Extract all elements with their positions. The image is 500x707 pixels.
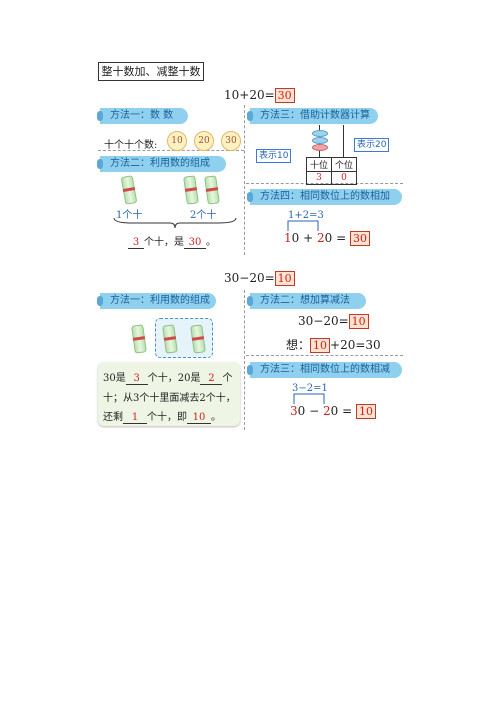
add-answer: 30 [274, 88, 295, 103]
blank-answer: 30 [184, 237, 206, 249]
col-tens: 十位 [306, 157, 332, 172]
column-addition: 10 + 20 = 30 [284, 231, 370, 246]
coin-10: 10 [167, 131, 187, 151]
abacus-rod [343, 125, 344, 157]
blank-answer: 3 [125, 373, 148, 385]
callout-20: 表示20 [354, 138, 390, 152]
digit: 1 [284, 231, 292, 245]
col-ones: 个位 [331, 157, 357, 172]
sub-answer: 10 [274, 271, 295, 286]
add-equation-text: 10+20= [224, 88, 275, 102]
text: 30−20= [298, 314, 349, 328]
text: +20=30 [330, 338, 381, 352]
sub-equation: 30−20=10 [224, 271, 295, 286]
method-label: 方法三：相同数位上的数相减 [247, 362, 402, 378]
stick-bundle [131, 324, 147, 354]
tens-sum: 1+2=3 [288, 210, 324, 221]
brace-icon [113, 217, 237, 229]
abacus-bead [312, 130, 328, 137]
text: 个十，20是 [147, 373, 201, 384]
digit: 2 [317, 231, 325, 245]
sub-equation-small: 30−20=10 [298, 314, 369, 329]
add-equation: 10+20=30 [224, 88, 295, 103]
answer-box: 30 [350, 231, 370, 246]
minus-sign: − [309, 404, 320, 418]
text: 想： [286, 338, 311, 352]
tens-difference: 3−2=1 [292, 383, 328, 394]
stick-bundle [120, 175, 138, 205]
think-equation: 想：10+20=30 [286, 336, 381, 353]
coin-20: 20 [194, 131, 214, 151]
digit: 0 [291, 231, 300, 245]
digit: 3 [290, 404, 298, 418]
divider-vertical [244, 105, 245, 255]
text: 30是 [103, 373, 126, 384]
column-subtraction: 30 − 20 = 10 [290, 404, 376, 419]
text: 。 [211, 412, 221, 423]
answer-box: 10 [348, 314, 369, 329]
val-ones: 0 [331, 171, 357, 185]
method-label: 方法二：想加算减法 [247, 293, 366, 309]
bundle-label-left: 1个十 [116, 210, 143, 221]
abacus-bead [312, 144, 328, 151]
blank-answer: 2 [200, 373, 223, 385]
answer-box: 10 [310, 338, 331, 353]
abacus-bead [312, 137, 328, 144]
divider-vertical [244, 290, 245, 430]
blank-answer: 10 [187, 412, 211, 424]
digit: 0 [324, 231, 333, 245]
text: 个十，即 [147, 412, 187, 423]
method-label: 方法一：数 数 [97, 108, 188, 124]
divider-horizontal [246, 355, 403, 356]
connector-lines [293, 393, 325, 404]
sentence-end: 。 [206, 237, 216, 248]
coin-30: 30 [221, 131, 241, 151]
explanation-panel [98, 362, 240, 426]
method-label: 方法二：利用数的组成 [97, 156, 226, 172]
sub-equation-text: 30−20= [224, 271, 275, 285]
plus-sign: + [303, 231, 314, 245]
stick-bundle [183, 175, 199, 205]
blank-answer: 1 [123, 412, 147, 424]
text: 还剩 [103, 412, 123, 423]
method-label: 方法一：利用数的组成 [97, 293, 216, 309]
explanation-line-2: 十；从3个十里面减去2个十， [103, 393, 236, 404]
method-label: 方法三：借助计数器计算 [247, 108, 378, 124]
answer-box: 10 [356, 404, 376, 419]
divider-horizontal [98, 150, 244, 151]
digit: 0 [330, 404, 339, 418]
method-label: 方法四：相同数位上的数相加 [247, 189, 402, 205]
digit: 0 [297, 404, 306, 418]
callout-10: 表示10 [256, 149, 292, 163]
count-text: 十个十个数: [104, 140, 158, 151]
section-title: 整十数加、减整十数 [98, 62, 204, 81]
sentence-text: 个十，是 [144, 237, 184, 248]
val-tens: 3 [306, 171, 332, 185]
stick-bundle [204, 175, 220, 205]
equals-sign: = [342, 404, 353, 418]
blank-answer: 3 [128, 237, 144, 249]
equals-sign: = [336, 231, 347, 245]
connector-lines [287, 220, 319, 231]
bundle-label-right: 2个十 [190, 210, 217, 221]
text: 个 [222, 373, 233, 384]
digit: 2 [323, 404, 331, 418]
